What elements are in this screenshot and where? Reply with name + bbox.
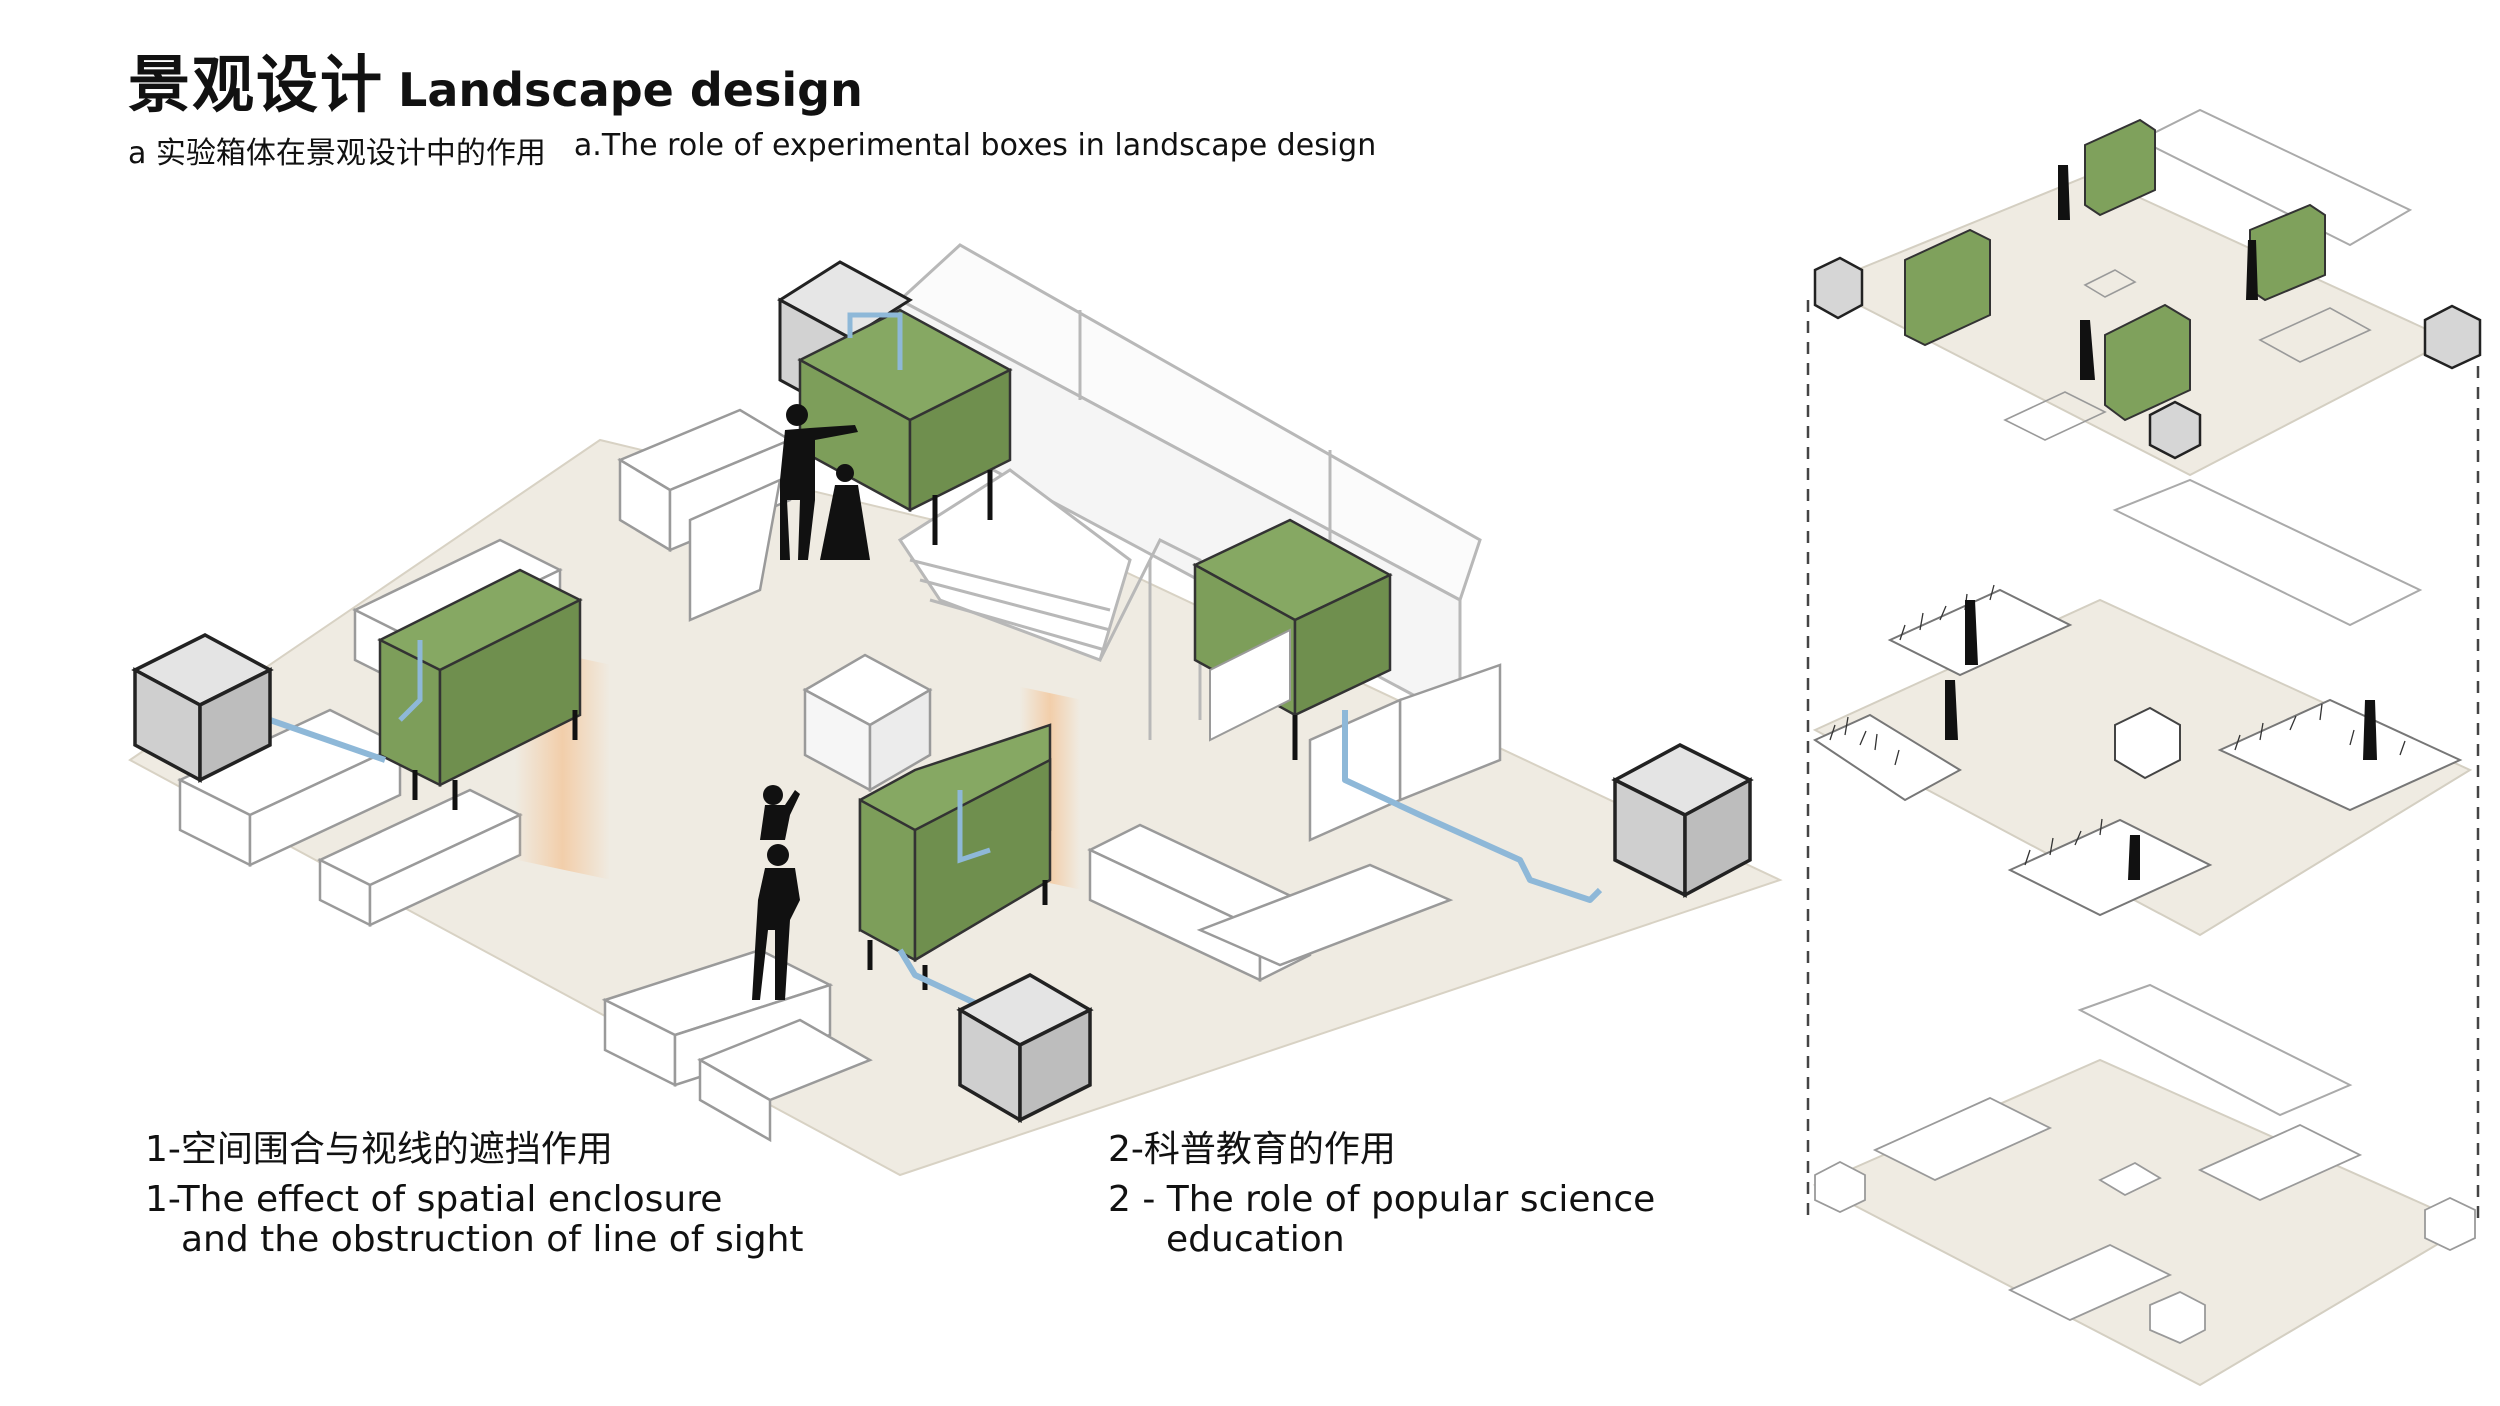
grey-cube-right bbox=[1611, 743, 1754, 898]
side-views bbox=[1806, 108, 2482, 1387]
subtitle-chinese: a 实验箱体在景观设计中的作用 bbox=[128, 136, 546, 171]
side-view-middle bbox=[1812, 478, 2473, 937]
caption-1-english-line1: 1-The effect of spatial enclosure bbox=[145, 1179, 723, 1220]
caption-2-chinese: 2-科普教育的作用 bbox=[1108, 1129, 1396, 1170]
green-box-right bbox=[1192, 518, 1393, 760]
caption-1: 1-空间围合与视线的遮挡作用 1-The effect of spatial e… bbox=[145, 1130, 804, 1260]
person-silhouettes bbox=[752, 404, 870, 1000]
green-box-top bbox=[777, 260, 1013, 545]
caption-1-english-line2: and the obstruction of line of sight bbox=[181, 1219, 804, 1260]
main-axonometric-view bbox=[128, 243, 1783, 1177]
page-subtitle: a 实验箱体在景观设计中的作用 a.The role of experiment… bbox=[128, 128, 1376, 172]
caption-2-english-line2: education bbox=[1166, 1219, 1345, 1260]
caption-2: 2-科普教育的作用 2 - The role of popular scienc… bbox=[1108, 1130, 1655, 1260]
side-view-bottom bbox=[1812, 983, 2476, 1387]
page-title: 景观设计 Landscape design bbox=[128, 34, 863, 124]
grey-cube-left bbox=[131, 633, 274, 783]
grey-cube-bottom bbox=[956, 973, 1094, 1124]
center-white-cube bbox=[802, 653, 933, 793]
caption-2-english-line1: 2 - The role of popular science bbox=[1108, 1179, 1656, 1220]
green-box-center bbox=[858, 723, 1052, 990]
subtitle-english: a.The role of experimental boxes in land… bbox=[573, 128, 1377, 163]
title-english: Landscape design bbox=[398, 63, 863, 117]
side-view-top bbox=[1813, 108, 2482, 477]
green-box-left bbox=[377, 568, 583, 810]
caption-1-chinese: 1-空间围合与视线的遮挡作用 bbox=[145, 1129, 613, 1170]
title-chinese: 景观设计 bbox=[128, 48, 385, 121]
bench-blocks-bottom bbox=[601, 663, 1502, 1143]
